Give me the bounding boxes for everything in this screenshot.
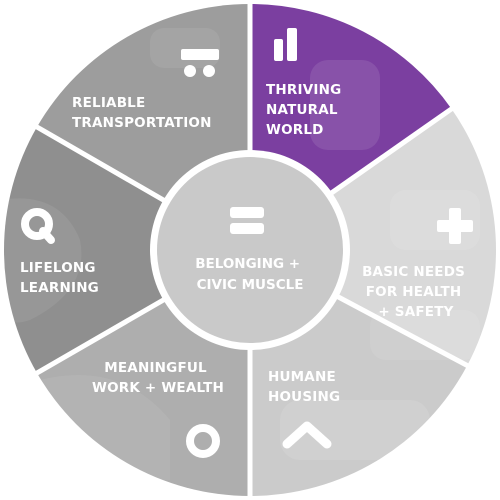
vehicle-icon	[181, 49, 219, 77]
center-label: BELONGING + CIVIC MUSCLE	[195, 256, 305, 293]
label-thriving-natural-world: THRIVING NATURAL WORLD	[266, 82, 346, 138]
label-humane-housing: HUMANE HOUSING	[268, 369, 341, 405]
ring-icon	[186, 424, 220, 458]
segment-basic-needs[interactable]	[250, 108, 497, 366]
label-meaningful-work: MEANINGFUL WORK + WEALTH	[92, 360, 224, 396]
segment-lifelong-learning[interactable]	[4, 127, 251, 373]
label-basic-needs: BASIC NEEDS FOR HEALTH + SAFETY	[362, 264, 470, 320]
bar-chart-icon	[274, 28, 297, 61]
magnifier-icon	[21, 208, 55, 244]
chevron-up-icon	[282, 421, 332, 449]
center-circle[interactable]	[157, 157, 343, 343]
label-lifelong-learning: LIFELONG LEARNING	[20, 260, 101, 296]
plus-icon	[437, 208, 473, 244]
label-reliable-transportation: RELIABLE TRANSPORTATION	[72, 95, 212, 131]
equals-icon	[230, 207, 264, 234]
